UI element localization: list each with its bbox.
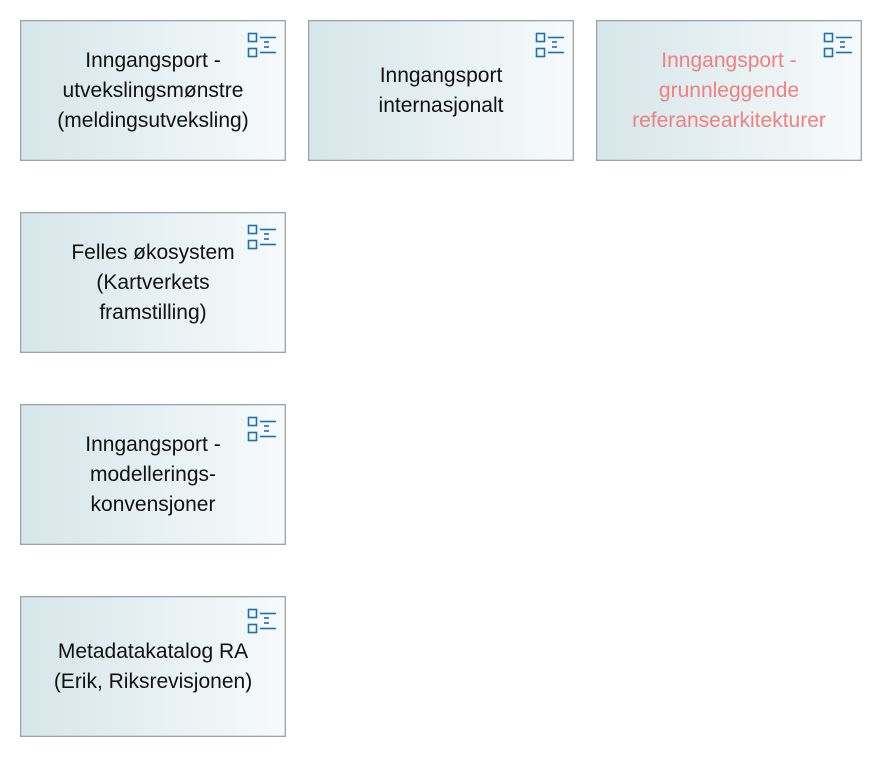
diagram-element[interactable]: Metadatakatalog RA (Erik, Riksrevisjonen…: [20, 596, 286, 737]
element-label: Inngangsport - utvekslingsmønstre (meldi…: [57, 48, 249, 132]
element-label: Inngangsport internasjonalt: [378, 63, 504, 117]
diagram-element[interactable]: Inngangsport - utvekslingsmønstre (meldi…: [20, 20, 286, 161]
grouping-list-icon: [247, 416, 276, 442]
element-label: Inngangsport - grunnleggende referansear…: [632, 48, 826, 132]
diagram-element[interactable]: Inngangsport internasjonalt: [308, 20, 574, 161]
diagram-element[interactable]: Inngangsport - grunnleggende referansear…: [596, 20, 862, 161]
grouping-list-icon: [535, 32, 564, 58]
grouping-list-icon: [247, 224, 276, 250]
grouping-list-icon: [247, 608, 276, 634]
element-label: Metadatakatalog RA (Erik, Riksrevisjonen…: [53, 639, 253, 693]
diagram-element[interactable]: Felles økosystem (Kartverkets framstilli…: [20, 212, 286, 353]
element-label: Felles økosystem (Kartverkets framstilli…: [71, 240, 235, 324]
grouping-list-icon: [247, 32, 276, 58]
grouping-list-icon: [823, 32, 852, 58]
diagram-element[interactable]: Inngangsport - modellerings- konvensjone…: [20, 404, 286, 545]
element-label: Inngangsport - modellerings- konvensjone…: [85, 432, 221, 516]
